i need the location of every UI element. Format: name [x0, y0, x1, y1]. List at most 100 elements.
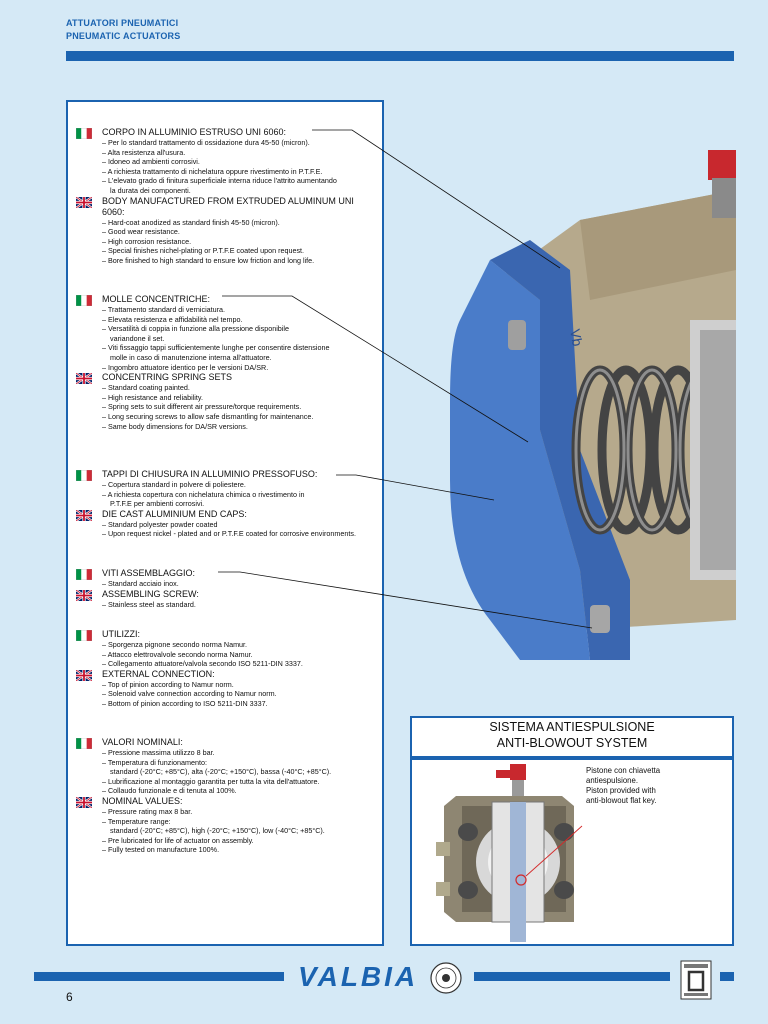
bullet-en: – Solenoid valve connection according to… [102, 689, 277, 699]
antiblowout-title-it: SISTEMA ANTIESPULSIONE [489, 720, 655, 734]
antiblowout-title-en: ANTI-BLOWOUT SYSTEM [496, 736, 648, 750]
bullet-it: P.T.F.E per ambienti corrosivi. [110, 499, 205, 509]
section-en-block: DIE CAST ALUMINIUM END CAPS:– Standard p… [68, 509, 378, 539]
bullet-it: – Collegamento attuatore/valvola secondo… [102, 659, 303, 669]
bullet-en: – Long securing screws to allow safe dis… [102, 411, 314, 421]
bullet-en: – Top of pinion according to Namur norm. [102, 679, 234, 689]
antiblowout-note-line3: Piston provided with [586, 786, 656, 795]
bullet-en: – Bottom of pinion according to ISO 5211… [102, 698, 268, 708]
bullet-en: – High resistance and reliability. [102, 392, 203, 402]
bullet-en: – Special finishes nichel-plating or P.T… [102, 246, 305, 256]
header-bar [66, 51, 734, 61]
actuator-cutaway-image: Vb [450, 150, 736, 660]
italy-flag-icon [76, 295, 92, 306]
section-title-it: VITI ASSEMBLAGGIO: [102, 568, 196, 578]
bullet-it: – Ingombro attuatore identico per le ver… [102, 362, 269, 372]
section-title-it: VALORI NOMINALI: [102, 737, 183, 747]
bullet-it: – Per lo standard trattamento di ossidaz… [102, 138, 310, 147]
bullet-en: – Upon request nickel - plated and or P.… [102, 529, 356, 539]
section-title-it: CORPO IN ALLUMINIO ESTRUSO UNI 6060: [102, 127, 287, 137]
bullet-it: – Versatilità di coppia in funzione alla… [102, 324, 289, 334]
section-springs: MOLLE CONCENTRICHE:– Trattamento standar… [68, 294, 378, 431]
section-connection: UTILIZZI:– Sporgenza pignone secondo nor… [68, 629, 378, 709]
antiblowout-title-bar [412, 756, 732, 760]
section-end-caps: TAPPI DI CHIUSURA IN ALLUMINIO PRESSOFUS… [68, 469, 378, 539]
section-title-en: ASSEMBLING SCREW: [102, 588, 199, 599]
quality-seal-icon [430, 962, 462, 994]
bullet-en: – Standard coating painted. [102, 383, 190, 393]
bullet-it: – Copertura standard in polvere di polie… [102, 480, 246, 489]
section-title-it: MOLLE CONCENTRICHE: [102, 294, 211, 304]
certification-badge-icon [680, 960, 712, 1000]
bullet-it: – Attacco elettrovalvole secondo norma N… [102, 649, 253, 659]
section-screws: VITI ASSEMBLAGGIO:– Standard acciaio ino… [68, 568, 378, 609]
svg-text:Vb: Vb [567, 328, 586, 348]
valbia-logo: VALBIA [292, 963, 425, 991]
antiblowout-note-line1: Pistone con chiavetta [586, 766, 661, 775]
uk-flag-icon [76, 796, 92, 808]
italy-flag-icon [76, 630, 92, 641]
bullet-it: – Sporgenza pignone secondo norma Namur. [102, 640, 248, 649]
bullet-it: – Temperatura di funzionamento: [102, 757, 207, 767]
section-nominal-values: VALORI NOMINALI:– Pressione massima util… [68, 737, 378, 855]
features-panel: CORPO IN ALLUMINIO ESTRUSO UNI 6060:– Pe… [66, 100, 384, 946]
bullet-it: variandone il set. [110, 333, 165, 343]
bullet-it: – Viti fissaggio tappi sufficientemente … [102, 343, 330, 353]
section-title-it: TAPPI DI CHIUSURA IN ALLUMINIO PRESSOFUS… [102, 469, 318, 479]
antiblowout-cutaway-image [436, 764, 583, 942]
italy-flag-icon [76, 470, 92, 481]
section-title-en: NOMINAL VALUES: [102, 795, 183, 806]
section-it-block: TAPPI DI CHIUSURA IN ALLUMINIO PRESSOFUS… [68, 469, 378, 509]
bullet-it: – A richiesta trattamento di nichelatura… [102, 166, 323, 176]
section-it-block: CORPO IN ALLUMINIO ESTRUSO UNI 6060:– Pe… [68, 127, 378, 196]
footer-bar-end [720, 972, 734, 981]
bullet-en: – Stainless steel as standard. [102, 599, 196, 609]
bullet-en: – Temperature range: [102, 816, 171, 826]
bullet-it: standard (-20°C; +85°C), alta (-20°C; +1… [110, 767, 332, 777]
bullet-en: – Fully tested on manufacture 100%. [102, 845, 220, 855]
bullet-en: – Pre lubricated for life of actuator on… [102, 835, 254, 845]
section-it-block: MOLLE CONCENTRICHE:– Trattamento standar… [68, 294, 378, 372]
uk-flag-icon [76, 669, 92, 681]
header-category-en: PNEUMATIC ACTUATORS [66, 31, 181, 41]
bullet-it: – Elevata resistenza e affidabilità nel … [102, 314, 243, 324]
footer-bar-right [474, 972, 670, 981]
section-it-block: VALORI NOMINALI:– Pressione massima util… [68, 737, 378, 796]
bullet-it: – Trattamento standard di verniciatura. [102, 305, 226, 314]
italy-flag-icon [76, 128, 92, 139]
uk-flag-icon [76, 196, 92, 208]
bullet-en: – Same body dimensions for DA/SR version… [102, 421, 248, 431]
bullet-en: – Hard-coat anodized as standard finish … [102, 217, 280, 227]
section-it-block: UTILIZZI:– Sporgenza pignone secondo nor… [68, 629, 378, 669]
section-title-en: CONCENTRING SPRING SETS [102, 372, 233, 383]
section-title-en: DIE CAST ALUMINIUM END CAPS: [102, 508, 247, 519]
antiblowout-panel: SISTEMA ANTIESPULSIONE ANTI-BLOWOUT SYST… [410, 716, 734, 946]
bullet-it: – Idoneo ad ambienti corrosivi. [102, 157, 200, 167]
page-number: 6 [66, 990, 73, 1004]
section-it-block: VITI ASSEMBLAGGIO:– Standard acciaio ino… [68, 568, 378, 589]
bullet-en: – Good wear resistance. [102, 227, 180, 237]
antiblowout-note-line2: antiespulsione. [586, 776, 639, 785]
uk-flag-icon [76, 509, 92, 521]
bullet-en: – Bore finished to high standard to ensu… [102, 255, 315, 265]
header-category-it: ATTUATORI PNEUMATICI [66, 18, 179, 28]
section-title-en: EXTERNAL CONNECTION: [102, 668, 215, 679]
bullet-it: – Pressione massima utilizzo 8 bar. [102, 748, 215, 757]
section-en-block: CONCENTRING SPRING SETS– Standard coatin… [68, 372, 378, 431]
footer-bar-left [34, 972, 284, 981]
section-title-en: BODY MANUFACTURED FROM EXTRUDED ALUMINUM… [102, 195, 354, 217]
section-body: CORPO IN ALLUMINIO ESTRUSO UNI 6060:– Pe… [68, 127, 378, 266]
uk-flag-icon [76, 589, 92, 601]
bullet-it: – Collaudo funzionale e di tenuta al 100… [102, 786, 237, 796]
bullet-it: la durata dei componenti. [110, 185, 191, 195]
section-en-block: ASSEMBLING SCREW:– Stainless steel as st… [68, 589, 378, 610]
bullet-it: molle in caso di manutenzione interna al… [110, 352, 272, 362]
bullet-en: – Standard polyester powder coated [102, 519, 218, 529]
bullet-it: – Standard acciaio inox. [102, 579, 179, 588]
bullet-it: – L'elevato grado di finitura superficia… [102, 176, 337, 186]
bullet-it: – Lubrificazione al montaggio garantita … [102, 776, 320, 786]
uk-flag-icon [76, 373, 92, 385]
italy-flag-icon [76, 738, 92, 749]
italy-flag-icon [76, 569, 92, 580]
bullet-it: – A richiesta copertura con nichelatura … [102, 489, 305, 499]
